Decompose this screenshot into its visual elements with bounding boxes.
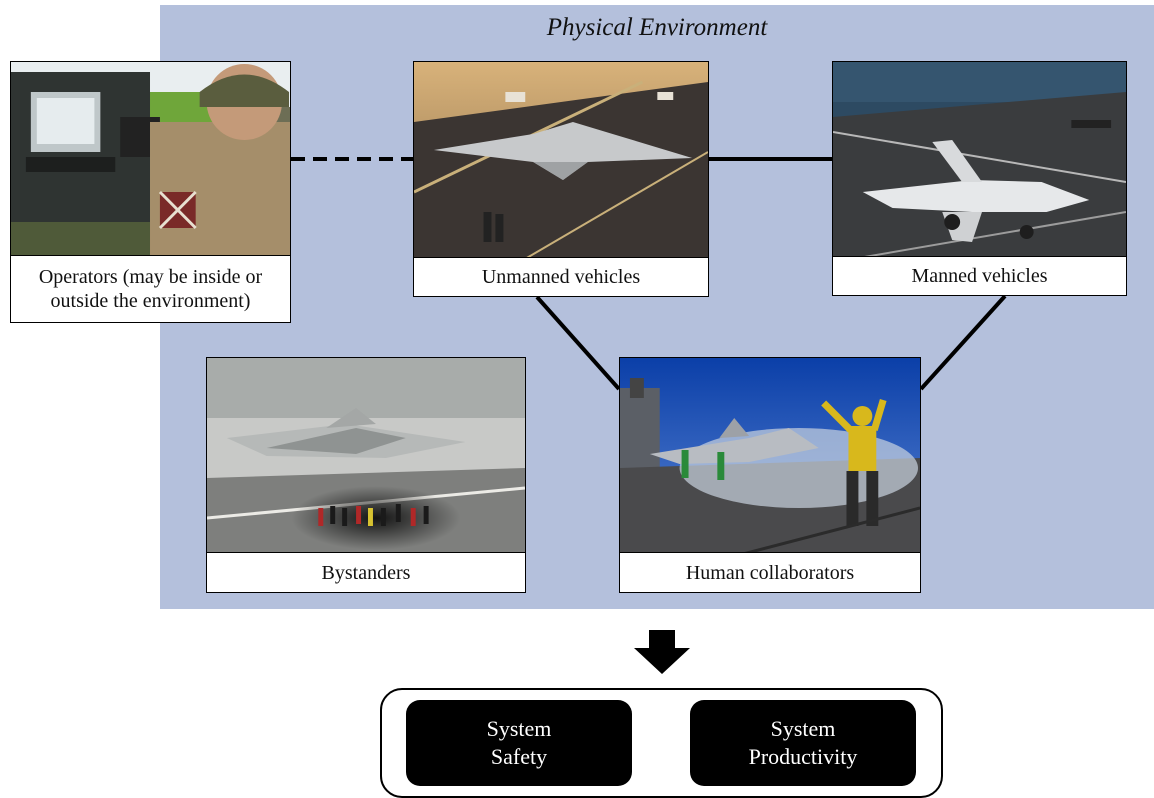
down-arrow-icon (634, 630, 690, 674)
carrier-deck-crowd-photo (207, 358, 525, 555)
system-outcomes-box: System Safety System Productivity (380, 688, 943, 798)
unmanned-aircraft-photo (414, 62, 708, 260)
deck-signaler-photo (620, 358, 920, 555)
fighter-jet-photo (833, 62, 1126, 259)
collaborators-caption: Human collaborators (620, 552, 920, 592)
unmanned-vehicles-node: Unmanned vehicles (413, 61, 709, 297)
human-collaborators-node: Human collaborators (619, 357, 921, 593)
bystanders-caption: Bystanders (207, 552, 525, 592)
operator-laptop-photo (11, 62, 290, 258)
system-safety-box: System Safety (406, 700, 632, 786)
manned-vehicles-node: Manned vehicles (832, 61, 1127, 296)
environment-title: Physical Environment (546, 14, 768, 41)
operators-caption: Operators (may be inside or outside the … (11, 255, 290, 322)
unmanned-caption: Unmanned vehicles (414, 257, 708, 296)
system-productivity-box: System Productivity (690, 700, 916, 786)
bystanders-node: Bystanders (206, 357, 526, 593)
manned-caption: Manned vehicles (833, 256, 1126, 295)
operators-node: Operators (may be inside or outside the … (10, 61, 291, 323)
